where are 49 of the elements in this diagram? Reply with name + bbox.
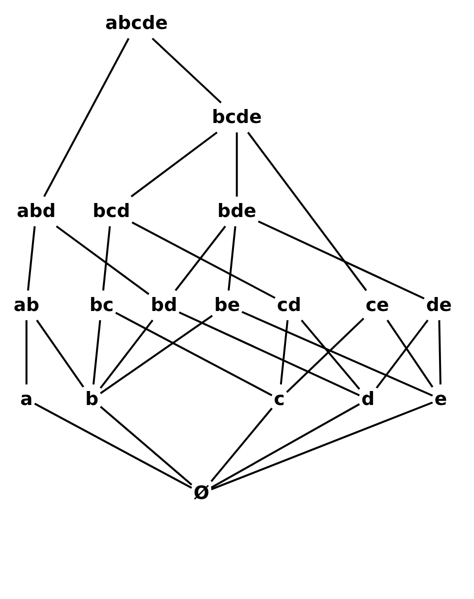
- hasse-edge-line: [300, 320, 360, 390]
- hasse-edge-line: [132, 222, 276, 299]
- set-label: bde: [217, 200, 256, 222]
- hasse-edge-line: [258, 220, 425, 300]
- set-label: d: [361, 388, 375, 410]
- hasse-edge-line: [376, 320, 429, 389]
- set-label: bc: [90, 294, 114, 316]
- hasse-edge-line: [210, 402, 433, 490]
- hasse-edge-line: [174, 226, 226, 292]
- hasse-edge-line: [36, 320, 84, 388]
- set-label: c: [274, 388, 285, 410]
- hasse-edge-line: [286, 318, 364, 393]
- hasse-edge-line: [178, 311, 360, 396]
- set-label: ab: [14, 294, 40, 316]
- hasse-edge-line: [27, 226, 36, 291]
- hasse-edge-line: [210, 403, 360, 488]
- set-label: a: [20, 388, 33, 410]
- hasse-edge-line: [210, 408, 273, 482]
- set-label: bcd: [92, 200, 130, 222]
- hasse-edge-line: [247, 132, 367, 292]
- hasse-edge-line: [100, 406, 192, 486]
- hasse-edge-line: [130, 132, 218, 198]
- hasse-edge-line: [386, 320, 434, 388]
- hasse-edge-line: [100, 314, 213, 394]
- set-label: bd: [150, 294, 178, 316]
- hasse-edge-line: [115, 312, 272, 396]
- hasse-edge-line: [152, 38, 222, 104]
- set-label: cd: [276, 294, 302, 316]
- set-label: b: [85, 388, 99, 410]
- hasse-edge-line: [92, 320, 102, 385]
- hasse-edge-line: [236, 132, 238, 197]
- set-label: e: [434, 388, 448, 410]
- hasse-edge-line: [43, 38, 130, 198]
- hasse-edge-line: [26, 320, 28, 384]
- hasse-edge-line: [100, 320, 154, 389]
- hasse-edge-line: [102, 226, 111, 291]
- hasse-edge-line: [56, 226, 150, 295]
- hasse-edge-line: [438, 320, 442, 384]
- hasse-edge-line: [280, 320, 289, 385]
- set-label: Ø: [194, 482, 210, 504]
- set-label: be: [214, 294, 240, 316]
- set-label: ce: [366, 294, 390, 316]
- hasse-edge-line: [228, 226, 236, 291]
- set-label: abd: [16, 200, 56, 222]
- set-label: de: [426, 294, 452, 316]
- hasse-edge-line: [242, 310, 433, 397]
- hasse-edge-line: [34, 402, 192, 489]
- set-label: abcde: [105, 12, 168, 34]
- set-label: bcde: [212, 106, 262, 128]
